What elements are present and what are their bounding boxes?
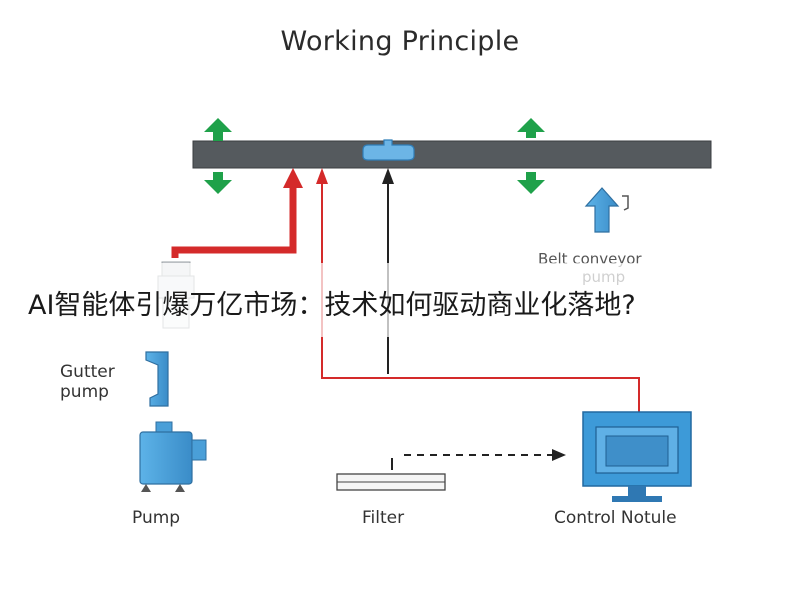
gutter-pump-label: Gutter pump [60, 362, 115, 402]
pump-label: Pump [132, 508, 181, 528]
control-module-label: Control Notule [554, 508, 677, 528]
up-arrow-icon [584, 187, 629, 233]
caption-overlay [0, 263, 800, 337]
diagram-title: Working Principle [280, 26, 520, 57]
gutter-icon [145, 351, 169, 407]
nozzle-icon [362, 139, 415, 161]
monitor-icon [582, 411, 692, 502]
filter-label: Filter [362, 508, 405, 528]
double-arrow-icon [204, 118, 232, 194]
filter-icon [336, 458, 446, 491]
pump-icon [139, 421, 207, 492]
belt-conveyor [192, 140, 712, 169]
red-pipe-thick [171, 178, 297, 258]
overlay-caption: AI智能体引爆万亿市场：技术如何驱动商业化落地? [28, 290, 636, 321]
double-arrow-icon [517, 118, 545, 194]
